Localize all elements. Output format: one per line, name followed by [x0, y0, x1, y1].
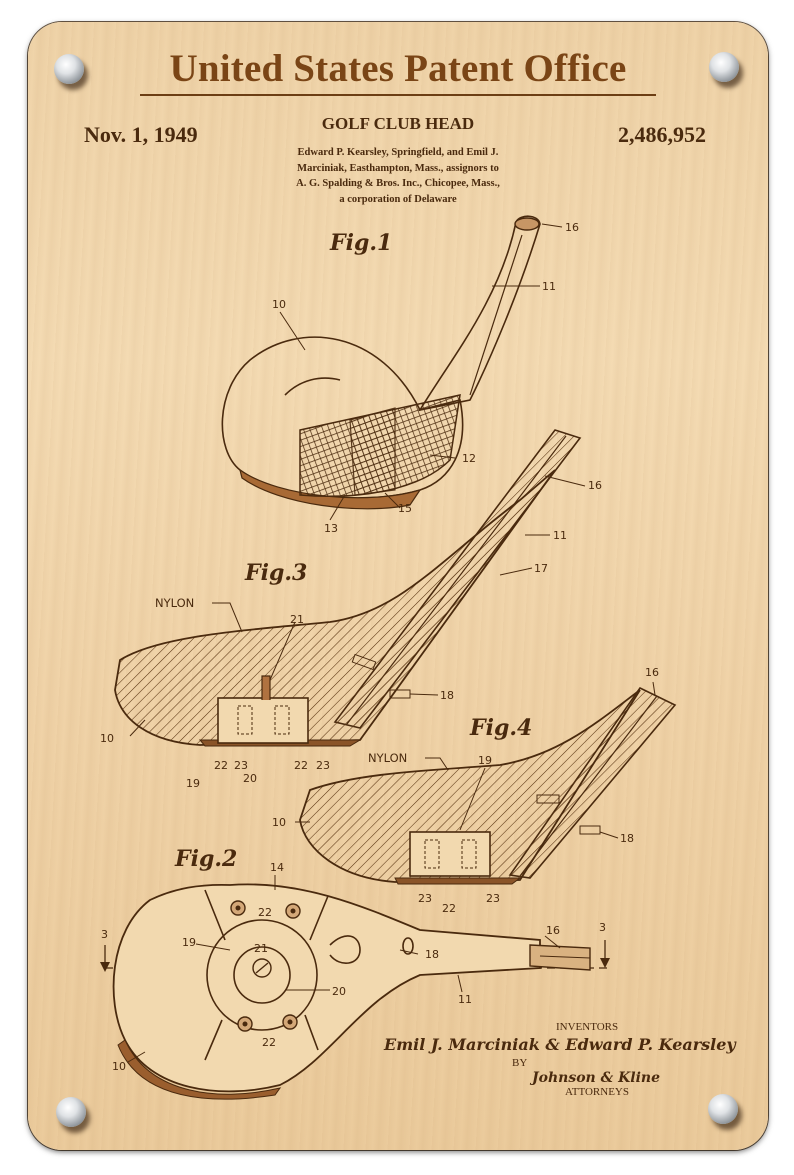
fig3-label: 19 — [186, 777, 200, 790]
fig2-label: 14 — [270, 861, 284, 874]
fig3-label: 23 — [316, 759, 330, 772]
fig2-label: 18 — [425, 948, 439, 961]
byline-line: A. G. Spalding & Bros. Inc., Chicopee, M… — [296, 178, 500, 189]
patent-subject: GOLF CLUB HEAD — [321, 114, 475, 133]
fig4-label: 23 — [486, 892, 500, 905]
figure-4: Fig.4 NYLON 10 16 18 19 23 22 23 — [272, 666, 677, 915]
fig4-label: 10 — [272, 816, 286, 829]
fig4-label: 19 — [478, 754, 492, 767]
fig3-label: 10 — [100, 732, 114, 745]
patent-date: Nov. 1, 1949 — [84, 122, 198, 147]
fig4-title: Fig.4 — [469, 715, 532, 741]
fig1-label: 10 — [272, 298, 286, 311]
fig2-label: 19 — [182, 936, 196, 949]
fig2-label: 16 — [546, 924, 560, 937]
fig1-label: 12 — [462, 452, 476, 465]
attorneys-signature: Johnson & Kline — [529, 1070, 660, 1086]
fig3-label: 20 — [243, 772, 257, 785]
fig2-label: 10 — [112, 1060, 126, 1073]
fig1-label: 13 — [324, 522, 338, 535]
byline-line: Edward P. Kearsley, Springfield, and Emi… — [297, 147, 499, 158]
fig1-label: 15 — [398, 502, 412, 515]
fig4-label: 16 — [645, 666, 659, 679]
fig2-title: Fig.2 — [174, 846, 237, 872]
fig2-label: 3 — [101, 928, 108, 941]
figure-2: Fig.2 3 3 — [100, 846, 610, 1100]
standoff-bolt-icon — [709, 52, 739, 82]
fig3-label: 22 — [294, 759, 308, 772]
fig2-label: 20 — [332, 985, 346, 998]
fig4-label: 22 — [442, 902, 456, 915]
standoff-bolt-icon — [708, 1094, 738, 1124]
nylon-label: NYLON — [368, 751, 407, 765]
fig3-label: 23 — [234, 759, 248, 772]
nylon-label: NYLON — [155, 596, 194, 610]
fig1-title: Fig.1 — [329, 230, 392, 256]
standoff-bolt-icon — [56, 1097, 86, 1127]
patent-byline: Edward P. Kearsley, Springfield, and Emi… — [268, 145, 528, 207]
figure-3: Fig.3 NYLON 10 11 16 17 18 19 20 21 22 2… — [100, 429, 602, 790]
inventors-signature: Emil J. Marciniak & Edward P. Kearsley — [383, 1035, 737, 1054]
fig1-label: 16 — [565, 221, 579, 234]
fig2-label: 22 — [262, 1036, 276, 1049]
fig4-label: 18 — [620, 832, 634, 845]
fig3-label: 22 — [214, 759, 228, 772]
fig4-label: 23 — [418, 892, 432, 905]
fig3-label: 18 — [440, 689, 454, 702]
plaque-title: United States Patent Office — [169, 47, 627, 90]
screw-icon — [230, 900, 301, 1032]
byline-line: Marciniak, Easthampton, Mass., assignors… — [297, 162, 499, 174]
fig3-label: 16 — [588, 479, 602, 492]
fig2-label: 21 — [254, 942, 268, 955]
fig1-label: 11 — [542, 280, 556, 293]
figure-1: Fig.1 10 11 12 13 15 16 — [221, 215, 579, 535]
attorneys-label: ATTORNEYS — [565, 1086, 629, 1098]
fig2-label: 11 — [458, 993, 472, 1006]
fig3-label: 21 — [290, 613, 304, 626]
standoff-bolt-icon — [54, 54, 84, 84]
signature-block: INVENTORS Emil J. Marciniak & Edward P. … — [383, 1021, 737, 1098]
fig3-label: 17 — [534, 562, 548, 575]
patent-number: 2,486,952 — [618, 122, 706, 147]
fig2-label: 22 — [258, 906, 272, 919]
fig3-title: Fig.3 — [244, 560, 307, 586]
by-label: BY — [512, 1057, 527, 1069]
fig3-label: 11 — [553, 529, 567, 542]
fig2-label: 3 — [599, 921, 606, 934]
title-underline — [140, 94, 656, 96]
byline-line: a corporation of Delaware — [339, 193, 457, 205]
inventors-label: INVENTORS — [556, 1021, 618, 1033]
